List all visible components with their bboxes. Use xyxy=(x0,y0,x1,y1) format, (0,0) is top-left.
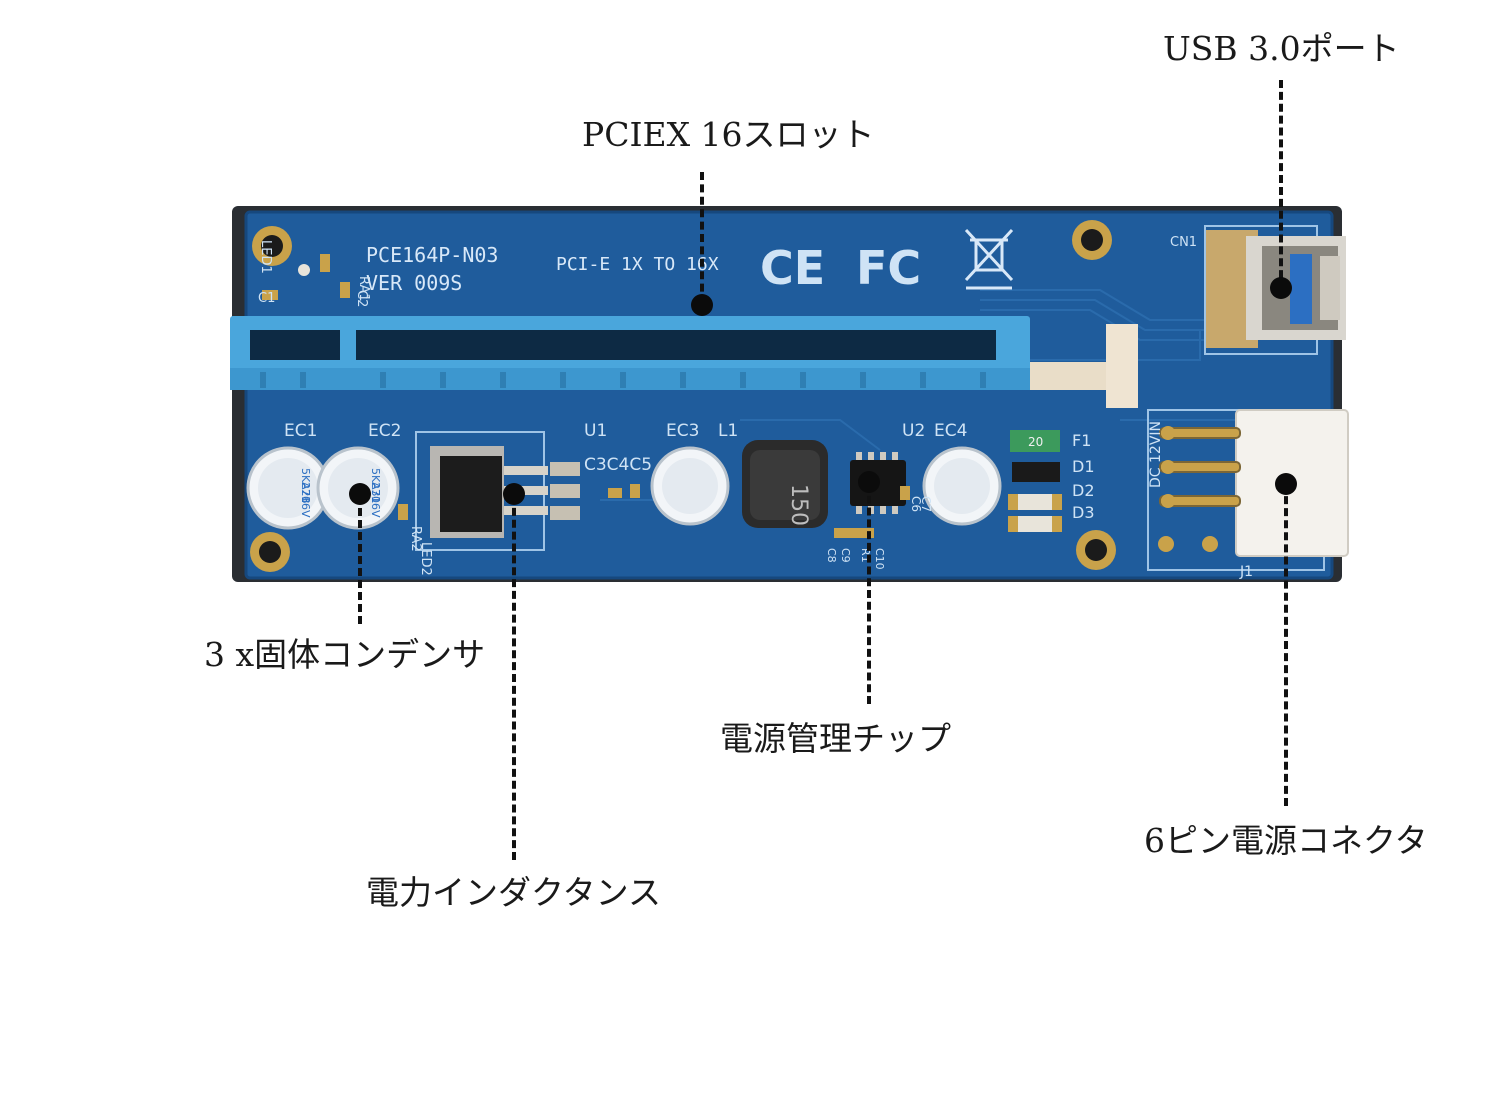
cap-b-line3: 16V xyxy=(369,496,382,518)
silk-slot-text: PCI-E 1X TO 16X xyxy=(556,254,719,275)
silk-ec1: EC1 xyxy=(284,421,317,441)
dot-six-pin xyxy=(1275,473,1297,495)
leader-six-pin xyxy=(1284,484,1288,806)
leader-usb-port xyxy=(1279,80,1283,290)
leader-inductance xyxy=(512,496,516,860)
label-pcie-slot: PCIEX 16スロット xyxy=(582,115,875,154)
label-inductance: 電力インダクタンス xyxy=(366,873,662,912)
label-usb-port: USB 3.0ポート xyxy=(1163,29,1400,68)
leader-power-chip xyxy=(867,484,871,704)
pcie-x16-slot xyxy=(230,316,1030,390)
silk-l1: L1 xyxy=(718,421,738,441)
fuse-f1 xyxy=(1010,430,1060,452)
fc-mark: FC xyxy=(856,241,921,295)
cap-a-line3: 16V xyxy=(299,496,312,518)
regulator-u1 xyxy=(430,446,580,538)
silk-u2: U2 xyxy=(902,421,925,441)
silk-ec4: EC4 xyxy=(934,421,967,441)
label-six-pin: 6ピン電源コネクタ xyxy=(1144,821,1428,860)
fuse-marking: 20 xyxy=(1028,435,1043,449)
silkscreen: PCE164P-N03 VER 009S PCI-E 1X TO 16X CE … xyxy=(258,228,1253,580)
silk-c9: C9 xyxy=(839,548,852,563)
leader-capacitors xyxy=(358,496,362,624)
silk-led1: LED1 xyxy=(258,240,273,274)
dot-pcie-slot xyxy=(691,294,713,316)
cap-b-line2: 270 xyxy=(369,482,382,503)
dot-power-chip xyxy=(858,471,880,493)
cap-a-line1: 5KA28 xyxy=(299,468,312,504)
silk-version: VER 009S xyxy=(366,271,462,295)
silk-j1: J1 xyxy=(1239,564,1253,580)
silk-d2: D2 xyxy=(1072,481,1095,500)
dot-usb-port xyxy=(1270,277,1292,299)
silk-d3: D3 xyxy=(1072,503,1095,522)
leader-pcie-slot xyxy=(700,172,704,304)
mounting-holes xyxy=(250,220,1116,572)
silk-c345: C3C4C5 xyxy=(584,455,652,475)
silk-dc12v: DC 12VIN xyxy=(1148,421,1164,488)
label-capacitors: 3 x固体コンデンサ xyxy=(204,635,486,674)
silk-ec3: EC3 xyxy=(666,421,699,441)
silk-model: PCE164P-N03 xyxy=(366,243,498,267)
silk-c1: C1 xyxy=(258,291,275,306)
silk-ra2: RA2 xyxy=(408,526,423,552)
inductor-marking: 150 xyxy=(786,484,811,526)
silk-d1: D1 xyxy=(1072,457,1095,476)
label-power-chip: 電源管理チップ xyxy=(720,719,951,758)
dot-capacitors xyxy=(349,483,371,505)
cap-b-line1: 5KA31 xyxy=(369,468,382,504)
ce-mark: CE xyxy=(760,241,825,295)
silk-c8: C8 xyxy=(825,548,838,563)
silk-c6: C6 xyxy=(909,496,923,512)
silk-ra1: RA1 xyxy=(356,276,371,302)
dot-inductance xyxy=(503,483,525,505)
silk-led2: LED2 xyxy=(418,542,433,576)
silk-c7: C7 xyxy=(919,496,933,512)
silk-ec2: EC2 xyxy=(368,421,401,441)
silk-c2: C2 xyxy=(354,290,369,307)
slot-latch xyxy=(1030,362,1110,390)
weee-bin-icon xyxy=(964,228,1014,290)
silk-f1: F1 xyxy=(1072,431,1091,450)
cap-a-line2: 270 xyxy=(299,482,312,503)
silk-u1: U1 xyxy=(584,421,607,441)
silk-cn1: CN1 xyxy=(1170,235,1197,250)
inductor-l1 xyxy=(742,440,828,528)
silk-c10: C10 xyxy=(873,548,886,570)
